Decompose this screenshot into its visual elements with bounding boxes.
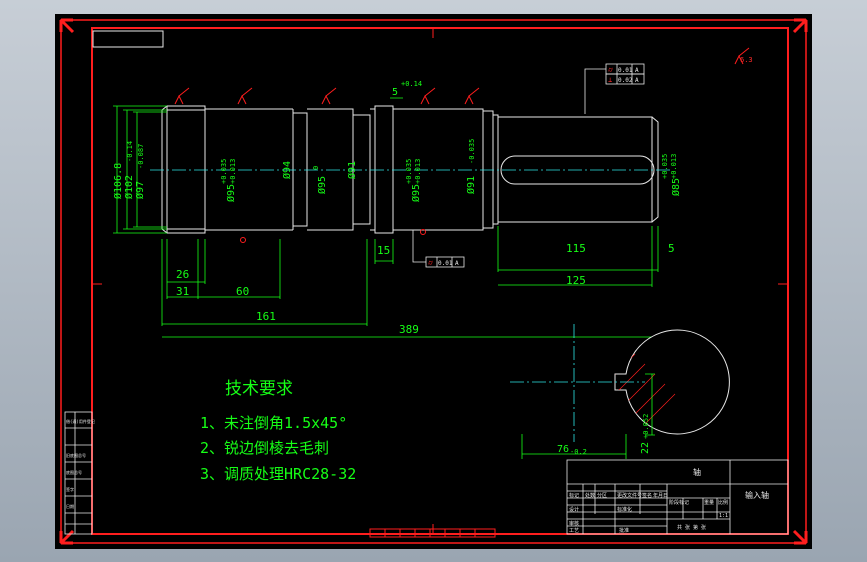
title-block <box>566 459 789 535</box>
cad-drawing: Ø106.8 Ø102 -0.14 Ø97 -0.087 Ø95 +0.035 … <box>59 18 808 545</box>
section-key-dim: 22 <box>640 442 651 454</box>
dim-d95a-tol-lo: +0.013 <box>229 159 237 184</box>
label-process: 工艺 <box>569 528 579 534</box>
dim-l60: 60 <box>236 285 249 298</box>
stamp-1: 借(通)用件登记 <box>66 418 95 424</box>
dim-l26: 26 <box>176 268 189 281</box>
roughness-symbols <box>174 87 480 105</box>
dim-l115: 115 <box>566 242 586 255</box>
corner-mark-tr <box>792 18 808 34</box>
dim-l31: 31 <box>176 285 189 298</box>
dim-d85-tol-lo: +0.013 <box>670 154 678 179</box>
tol-bottom-val: 0.01 <box>438 260 453 267</box>
stamp-4: 签字 <box>66 486 74 492</box>
tol-bottom-datum: A <box>455 260 459 267</box>
corner-mark-br <box>792 529 808 545</box>
length-dimension-lines <box>161 97 659 338</box>
shaft-outline <box>161 105 659 234</box>
dim-d95c-tol-lo: +0.013 <box>414 159 422 184</box>
dim-l5: 5 <box>668 242 675 255</box>
dim-d85: Ø85 <box>670 178 682 196</box>
section-width-tol: -0.2 <box>570 448 587 456</box>
dim-l125: 125 <box>566 274 586 287</box>
dim-d95a: Ø95 <box>225 184 237 202</box>
dim-d85-tol-up: +0.035 <box>661 154 669 179</box>
tech-req-title: 技术要求 <box>225 379 293 399</box>
dim-l161: 161 <box>256 310 276 323</box>
tech-req-item-1: 1、未注倒角1.5x45° <box>200 414 347 432</box>
outer-frame <box>60 19 807 544</box>
label-standard: 标准化 <box>617 506 632 513</box>
side-stamp-table <box>64 411 93 535</box>
dim-d95b: Ø95 <box>316 176 328 194</box>
dim-d91: Ø91 <box>346 161 358 179</box>
row-label-6: 年月日 <box>653 492 668 499</box>
dim-d95c: Ø95 <box>410 184 422 202</box>
row-label-1: 标记 <box>569 492 579 499</box>
dim-l15: 15 <box>377 244 390 257</box>
dim-l5b-tol: +0.14 <box>401 80 422 88</box>
part-name: 轴 <box>693 467 701 477</box>
tol-top2-datum: A <box>635 77 639 84</box>
label-sheets: 共 张 第 张 <box>677 524 706 531</box>
dim-d91b-tol: -0.035 <box>468 139 476 164</box>
row-label-2: 处数 <box>585 492 595 499</box>
company-name: 输入轴 <box>745 490 769 500</box>
tech-req-item-2: 2、锐边倒棱去毛刺 <box>200 439 329 457</box>
row-label-3: 分区 <box>597 492 607 499</box>
tol-top2-val: 0.02 <box>618 77 633 84</box>
drawing-sheet: Ø106.8 Ø102 -0.14 Ø97 -0.087 Ø95 +0.035 … <box>55 14 812 549</box>
dim-d106: Ø106.8 <box>112 163 124 199</box>
stamp-3: 底图总号 <box>66 469 82 475</box>
dim-d95b-tol: 0 <box>312 166 320 170</box>
dim-d95c-tol-up: +0.035 <box>405 159 413 184</box>
tech-req-item-3: 3、调质处理HRC28-32 <box>200 465 356 483</box>
label-approve: 批准 <box>619 527 629 534</box>
stamp-2: 旧底图总号 <box>66 452 86 458</box>
section-view <box>510 324 730 459</box>
row-label-5: 签名 <box>642 492 652 499</box>
tolerance-frame-bottom <box>412 230 465 268</box>
bottom-ruler <box>369 528 496 538</box>
label-weight: 重量 <box>704 499 714 506</box>
dim-d91b: Ø91 <box>465 176 477 194</box>
dim-d102: Ø102 <box>123 175 135 199</box>
scale-value: 1:1 <box>719 513 728 519</box>
datum-mark-a <box>240 237 246 243</box>
datum-mark-b <box>420 229 426 235</box>
dim-d97: Ø97 <box>134 181 146 199</box>
section-key-tol: +0.052 <box>642 414 650 439</box>
inner-frame <box>91 27 789 535</box>
label-stage: 阶段标记 <box>669 499 689 506</box>
frame-center-ticks <box>92 28 788 534</box>
label-review: 审核 <box>569 520 579 527</box>
tolerance-frame-top2 <box>605 73 645 85</box>
roughness-note-symbol <box>734 47 750 65</box>
corner-mark-bl <box>59 529 75 545</box>
drawing-number-box <box>92 30 164 48</box>
dim-l5b: 5 <box>392 87 398 98</box>
tol-top-datum: A <box>635 67 639 74</box>
dim-d94: Ø94 <box>281 161 293 179</box>
stamp-5: 日期 <box>66 503 74 509</box>
label-scale: 比例 <box>718 499 728 506</box>
tol-top-val: 0.01 <box>618 67 633 74</box>
tol-top-sym: ⌭ <box>608 66 613 74</box>
tol-top2-sym: ⊥ <box>608 76 612 84</box>
diameter-dimension-lines <box>113 105 167 234</box>
dim-d102-tol: -0.14 <box>126 141 134 162</box>
section-width-dim: 76 <box>557 444 569 455</box>
label-design: 设计 <box>569 506 579 513</box>
corner-mark-tl <box>59 18 75 34</box>
row-label-4: 更改文件号 <box>617 492 642 499</box>
tol-bottom-sym: ⌭ <box>428 259 433 267</box>
dim-d95a-tol-up: +0.035 <box>220 159 228 184</box>
dim-l389: 389 <box>399 323 419 336</box>
dim-d97-tol: -0.087 <box>137 144 145 169</box>
roughness-note: 6.3 <box>740 56 753 64</box>
